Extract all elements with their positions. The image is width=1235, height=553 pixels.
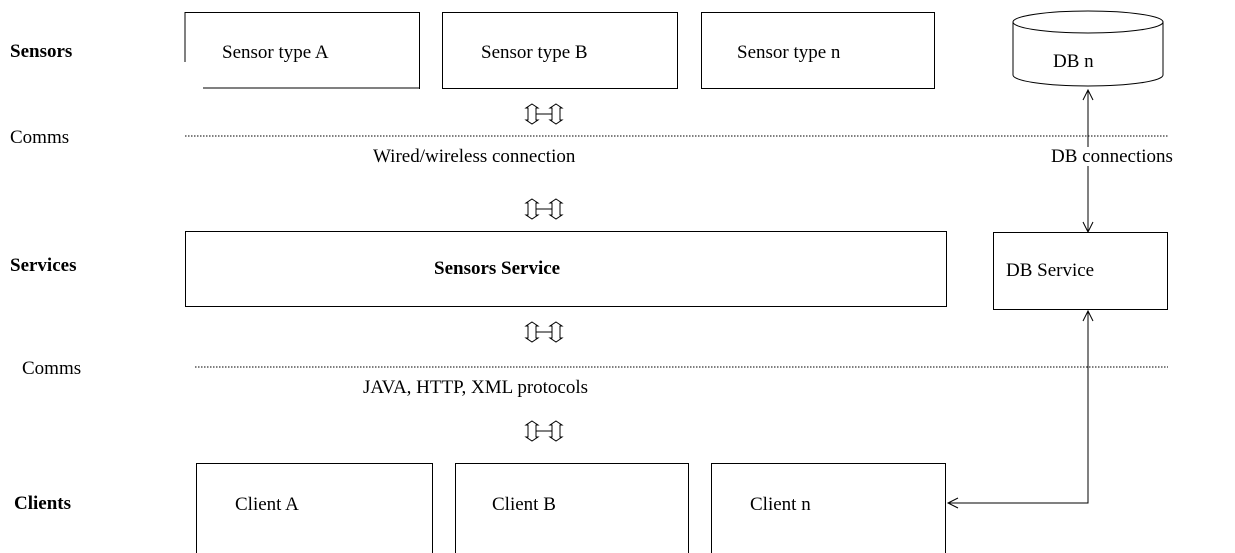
layer-label-services: Services — [10, 255, 77, 276]
sensor-box-n: Sensor type n — [701, 12, 935, 89]
bidirectional-arrow-icon — [524, 321, 564, 343]
client-box-a: Client A — [196, 463, 433, 553]
sensor-box-a: Sensor type A — [185, 12, 420, 89]
client-label-a: Client A — [235, 494, 299, 515]
db-client-arrow — [946, 309, 1094, 509]
db-label: DB n — [1053, 51, 1094, 72]
sensor-label-a: Sensor type A — [222, 42, 329, 63]
layer-label-sensors: Sensors — [10, 41, 73, 62]
db-cylinder — [1012, 10, 1164, 87]
comms-wired-label: Wired/wireless connection — [373, 146, 576, 167]
bidirectional-arrow-icon — [524, 103, 564, 125]
client-box-n: Client n — [711, 463, 946, 553]
layer-label-comms-2: Comms — [22, 358, 82, 379]
client-box-b: Client B — [455, 463, 689, 553]
layer-label-comms-1: Comms — [10, 127, 70, 148]
diagram-connectors — [184, 10, 1168, 509]
sensor-label-b: Sensor type B — [481, 42, 588, 63]
sensors-service-box: Sensors Service — [185, 231, 947, 307]
db-service-box: DB Service — [993, 232, 1168, 310]
layer-label-clients: Clients — [14, 493, 71, 514]
sensor-box-b: Sensor type B — [442, 12, 678, 89]
comms-db-connections-label: DB connections — [1049, 146, 1175, 167]
client-label-n: Client n — [750, 494, 811, 515]
comms-protocols-label: JAVA, HTTP, XML protocols — [363, 377, 589, 398]
client-label-b: Client B — [492, 494, 556, 515]
db-service-label: DB Service — [1006, 260, 1095, 281]
bidirectional-arrow-icon — [524, 198, 564, 220]
sensor-label-n: Sensor type n — [737, 42, 841, 63]
sensors-service-label: Sensors Service — [434, 258, 561, 279]
bidirectional-arrow-icon — [524, 420, 564, 442]
